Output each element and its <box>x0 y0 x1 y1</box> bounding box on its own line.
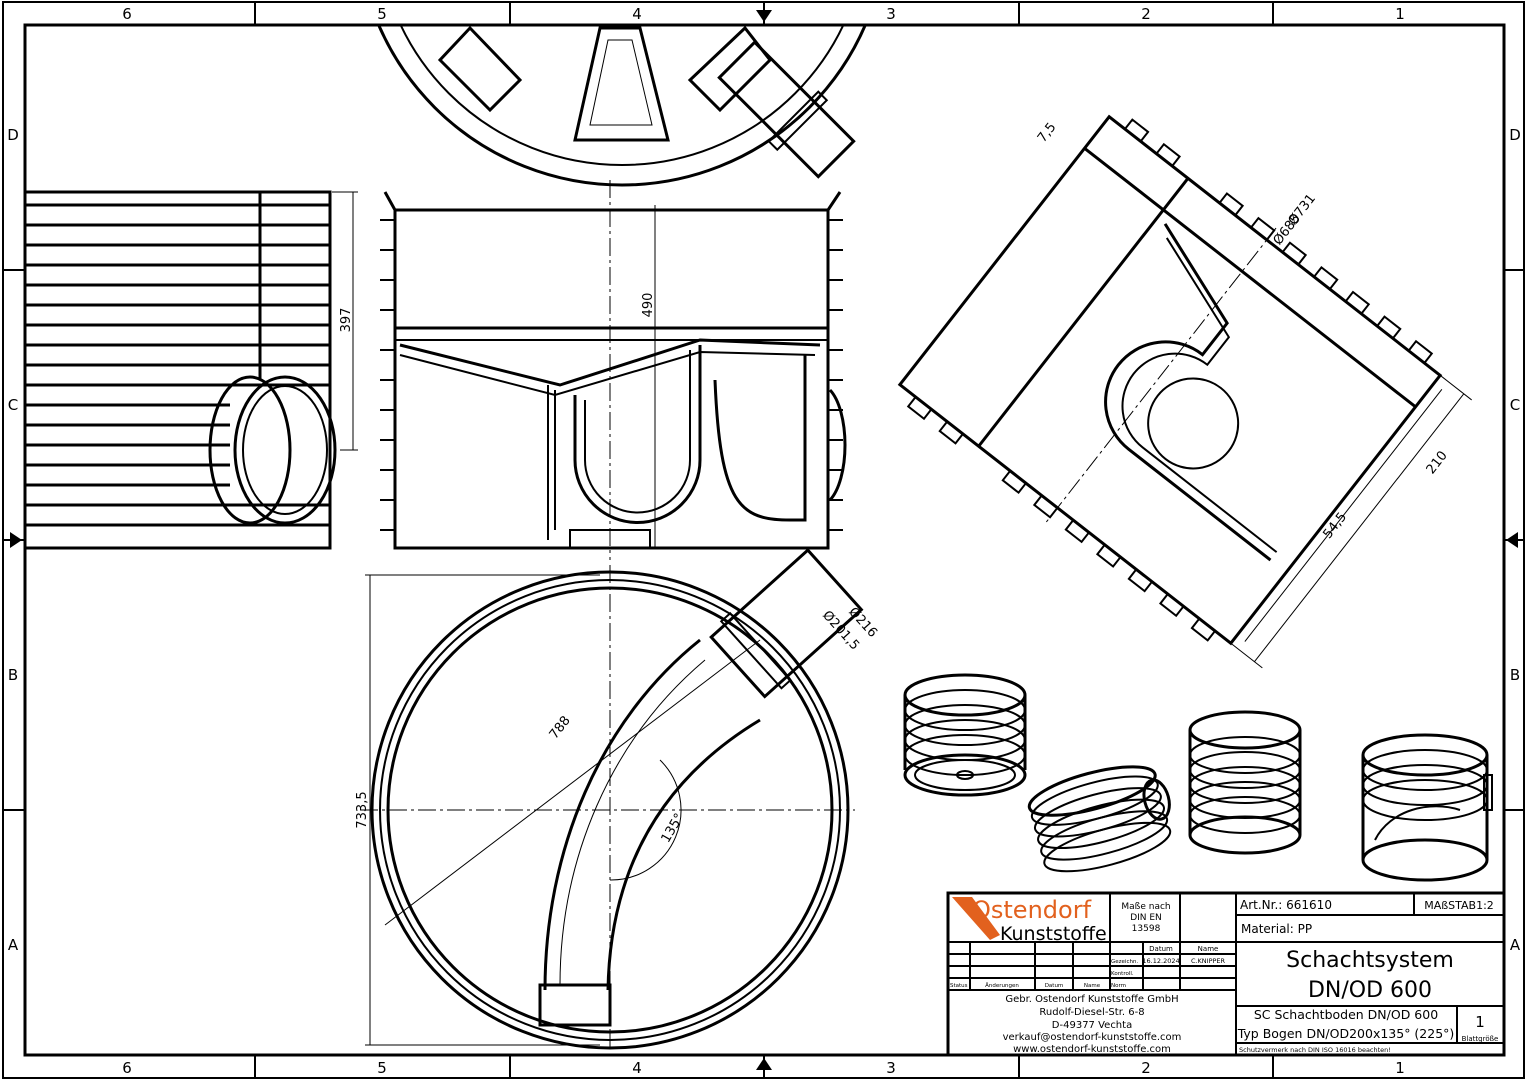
standard-note: DIN EN <box>1130 913 1162 923</box>
company-street: Rudolf-Diesel-Str. 6-8 <box>1039 1007 1144 1018</box>
zone-row-label: D <box>7 126 19 144</box>
dim-wall-step: 7,5 <box>1035 120 1060 146</box>
company-name: Gebr. Ostendorf Kunststoffe GmbH <box>1005 994 1178 1005</box>
iso-view-1 <box>903 673 1027 797</box>
drawing-subtitle: SC Schachtboden DN/OD 600 <box>1254 1007 1438 1022</box>
material: Material: PP <box>1241 922 1312 936</box>
section-view: 490 <box>380 180 847 560</box>
zone-col-label: 5 <box>377 5 387 23</box>
zone-col-label: 4 <box>632 1059 642 1077</box>
dim-bottom-offset: 54,5 <box>1320 510 1350 542</box>
rev-changes-header: Änderungen <box>985 982 1019 989</box>
zone-row-label: A <box>1510 936 1521 954</box>
article-number: Art.Nr.: 661610 <box>1240 898 1332 912</box>
zone-row-label: B <box>8 666 18 684</box>
zone-col-label: 1 <box>1395 5 1405 23</box>
zone-row-label: D <box>1509 126 1521 144</box>
checked-label: Kontroll. <box>1111 971 1134 977</box>
col-date-header: Datum <box>1149 945 1173 953</box>
protection-note: Schutzvermerk nach DIN ISO 16016 beachte… <box>1239 1046 1391 1054</box>
company-website: www.ostendorf-kunststoffe.com <box>1013 1044 1171 1055</box>
rev-status-header: Status <box>950 983 968 989</box>
drawn-label: Gezeichn. <box>1111 959 1138 965</box>
drawing-scale: MAßSTAB1:2 <box>1424 899 1494 912</box>
zone-col-label: 1 <box>1395 1059 1405 1077</box>
drawn-date: 16.12.2024 <box>1142 957 1179 965</box>
side-view: 397 <box>23 190 358 550</box>
sheet-number: 1 <box>1475 1013 1485 1031</box>
top-view-partial <box>377 25 867 187</box>
zone-col-label: 6 <box>122 5 132 23</box>
logo-ostendorf: Ostendorf <box>972 896 1092 924</box>
zone-row-label: C <box>1510 396 1520 414</box>
rev-name-header: Name <box>1084 983 1101 989</box>
zone-col-label: 6 <box>122 1059 132 1077</box>
company-logo: Ostendorf Kunststoffe <box>952 896 1107 945</box>
company-city: D-49377 Vechta <box>1052 1020 1132 1031</box>
iso-view-4 <box>1361 733 1493 882</box>
zone-col-label: 4 <box>632 5 642 23</box>
rotated-section-view <box>897 114 1472 669</box>
zone-col-label: 3 <box>886 5 896 23</box>
zone-col-label: 2 <box>1141 1059 1151 1077</box>
iso-view-3 <box>1188 710 1302 855</box>
zone-row-label: C <box>8 396 18 414</box>
drawing-title-line2: DN/OD 600 <box>1308 978 1432 1003</box>
dim-inner-diameter: Ø685 <box>1271 211 1304 248</box>
drawing-title: Schachtsystem <box>1286 948 1454 973</box>
plan-view: 733,5 788 135° Ø216 Ø201,5 <box>355 548 880 1050</box>
dim-section-height: 490 <box>641 293 656 318</box>
zone-col-label: 2 <box>1141 5 1151 23</box>
drawn-name: C.KNIPPER <box>1191 957 1226 965</box>
zone-col-label: 3 <box>886 1059 896 1077</box>
center-arrow-icon <box>756 10 772 22</box>
logo-swoosh-icon <box>952 897 1000 940</box>
zone-col-label: 5 <box>377 1059 387 1077</box>
title-block: Ostendorf Kunststoffe Maße nach DIN EN 1… <box>946 891 1506 1057</box>
standard-note: Maße nach <box>1121 902 1170 912</box>
iso-view-2 <box>1027 765 1172 873</box>
dim-side-height: 397 <box>339 308 354 333</box>
center-arrow-icon <box>1506 532 1518 548</box>
norm-label: Norm <box>1111 983 1126 989</box>
center-arrow-icon <box>10 532 22 548</box>
zone-row-label: A <box>8 936 19 954</box>
col-name-header: Name <box>1198 945 1219 953</box>
zone-row-label: B <box>1510 666 1520 684</box>
standard-note: 13598 <box>1132 924 1161 934</box>
dim-plan-diagonal: 788 <box>547 713 574 742</box>
sheet-size-label: Blattgröße <box>1462 1035 1499 1043</box>
center-arrow-icon <box>756 1058 772 1070</box>
company-email: verkauf@ostendorf-kunststoffe.com <box>1003 1032 1182 1043</box>
dim-plan-height: 733,5 <box>355 791 370 828</box>
drawing-subtitle-line2: Typ Bogen DN/OD200x135° (225°) <box>1237 1026 1455 1041</box>
dim-bend-angle: 135° <box>659 811 688 846</box>
logo-kunststoffe: Kunststoffe <box>1000 923 1107 945</box>
rev-date-header: Datum <box>1045 983 1064 989</box>
dim-socket-depth: 210 <box>1424 448 1451 477</box>
